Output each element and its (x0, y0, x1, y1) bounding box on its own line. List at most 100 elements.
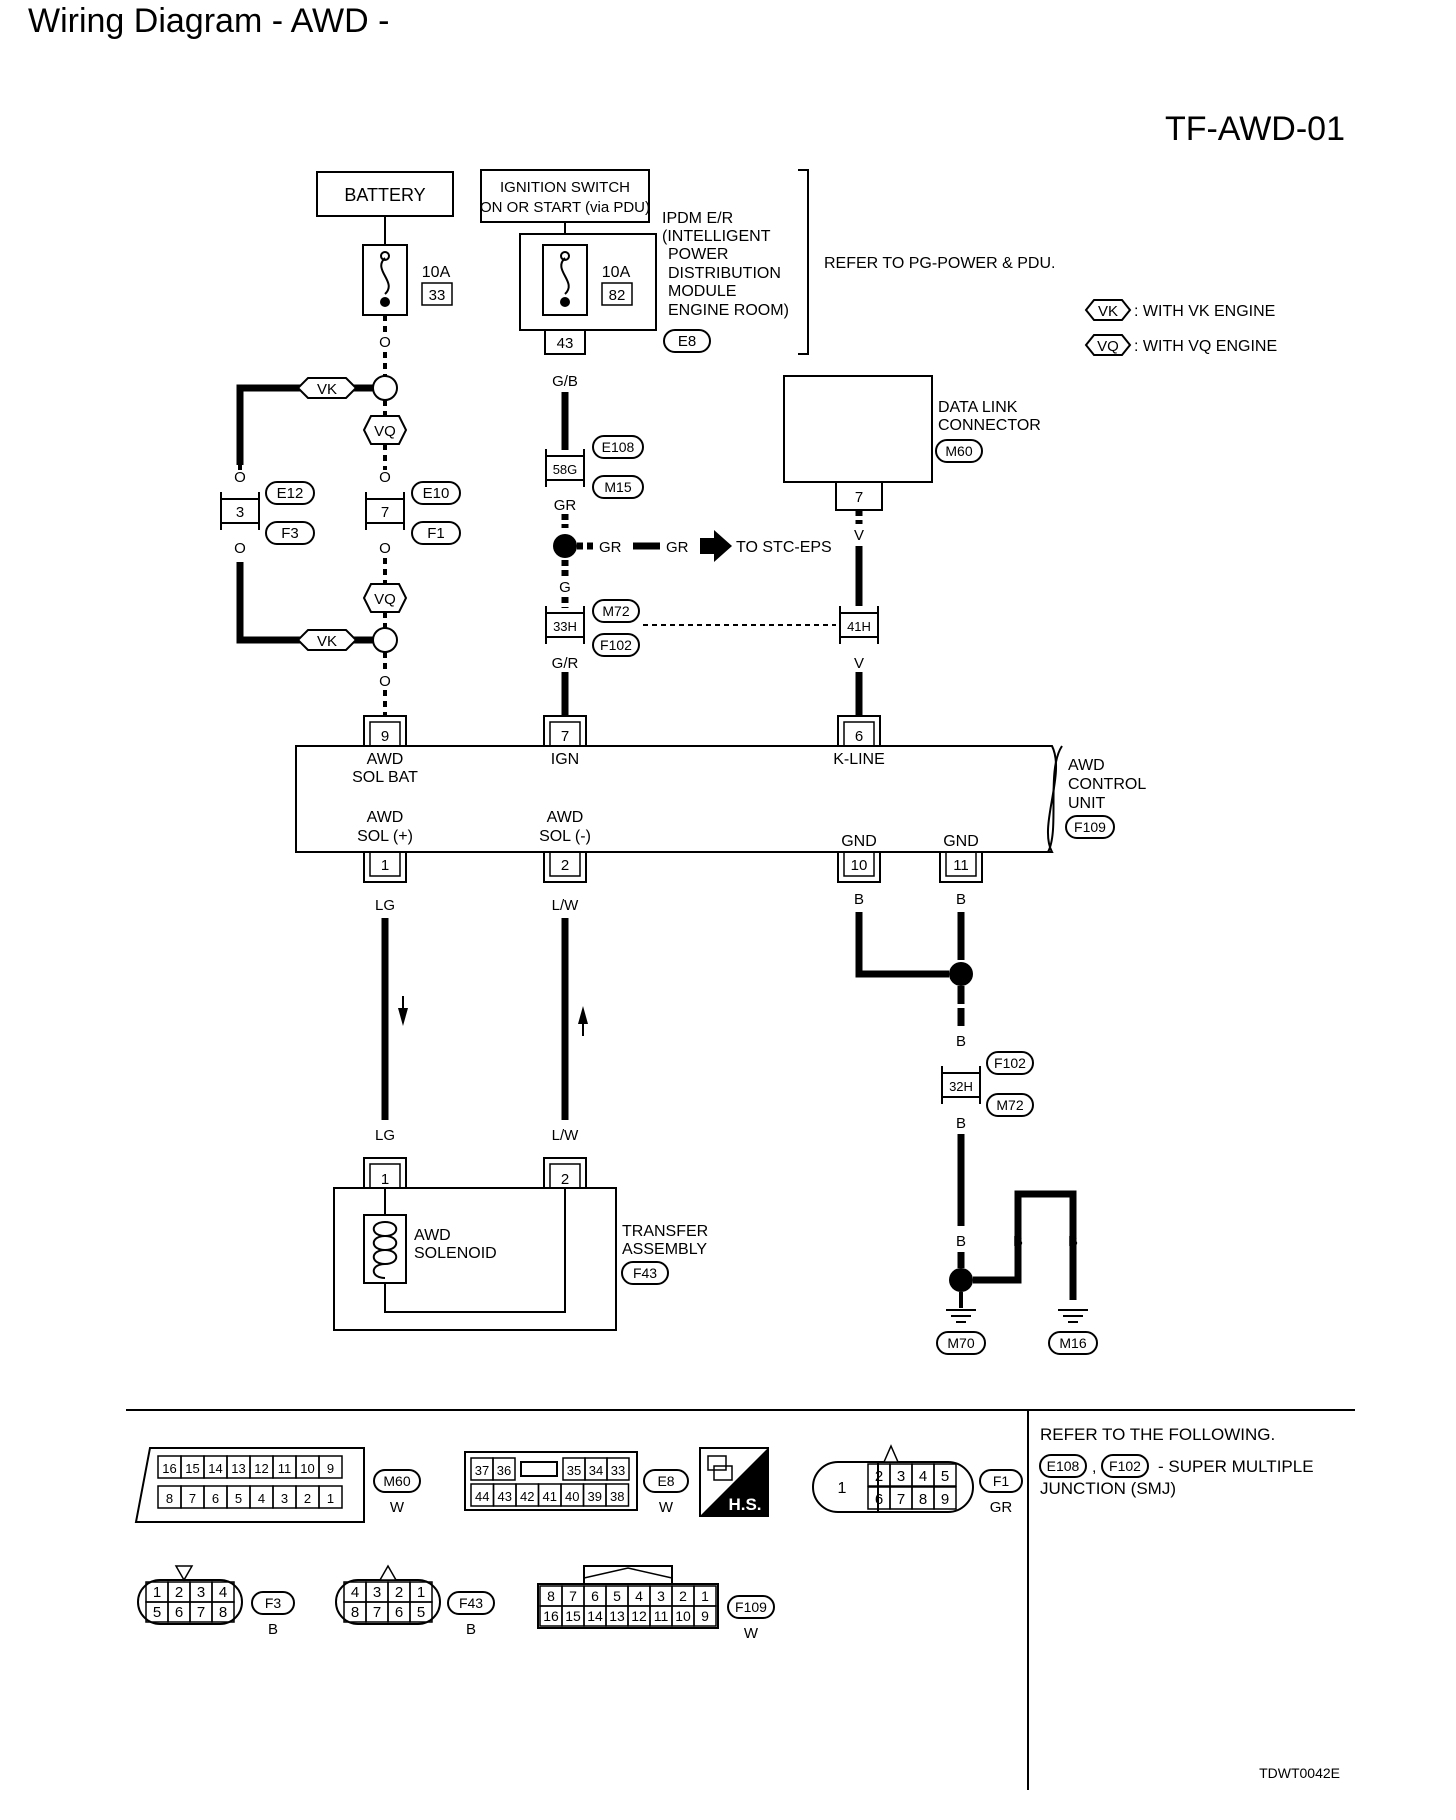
data-link-branch: DATA LINK CONNECTOR M60 7 V 41H V (783, 375, 1041, 716)
connector-e8: E8 (678, 333, 696, 350)
f109-pin: 6 (591, 1588, 599, 1604)
cu-pin-6: 6 (855, 728, 863, 745)
f109-pin: 16 (543, 1608, 559, 1624)
m60-pin: 7 (189, 1491, 196, 1506)
f109-pin: 11 (654, 1608, 669, 1624)
e8-pin: 38 (610, 1489, 624, 1504)
refer-pg-power: REFER TO PG-POWER & PDU. (824, 255, 1055, 272)
f109-pin: 5 (613, 1588, 621, 1604)
ignition-label-1: IGNITION SWITCH (500, 179, 630, 196)
wire-color-gr-3: GR (666, 539, 689, 556)
connector-f1: F1 (427, 525, 445, 542)
connector-e10: E10 (423, 485, 450, 502)
m60-pin: 4 (258, 1491, 265, 1506)
connector-e108: E108 (602, 439, 635, 455)
pin-7-e10: 7 (381, 504, 389, 521)
f3-pin: 4 (219, 1584, 227, 1601)
f3-pin: 7 (197, 1604, 205, 1621)
f43-pin: 1 (417, 1584, 425, 1601)
wire-color-b-4: B (956, 1115, 966, 1132)
f43-view-color: B (466, 1621, 476, 1638)
m60-pin: 12 (254, 1461, 268, 1476)
m60-pin: 16 (162, 1461, 176, 1476)
transfer-assembly-box (333, 1187, 617, 1331)
wire-color-o-5: O (379, 540, 391, 557)
transfer-assembly: 1 2 AWD SOLENOID TRANSFER ASSEMBLY F43 (333, 1157, 708, 1331)
m60-pin: 6 (212, 1491, 219, 1506)
cu-title-3: UNIT (1068, 795, 1106, 812)
solenoid-label-2: SOLENOID (414, 1245, 497, 1262)
connector-e12: E12 (277, 485, 304, 502)
m60-pin: 5 (235, 1491, 242, 1506)
legend-vk-code: VK (1098, 303, 1118, 320)
wire-color-b-2: B (956, 891, 966, 908)
pin-58g: 58G (553, 462, 578, 477)
ipdm-terminal-43: 43 (557, 335, 574, 352)
f109-pin: 2 (679, 1588, 687, 1604)
wire-color-b-1: B (854, 891, 864, 908)
m60-pin: 1 (327, 1491, 334, 1506)
cu-title-1: AWD (1068, 757, 1105, 774)
e8-pin: 39 (588, 1489, 602, 1504)
f3-view-id: F3 (265, 1595, 282, 1611)
cu-pin-2: 2 (561, 857, 569, 874)
hs-badge: H.S. (699, 1447, 769, 1517)
pin-33h: 33H (553, 619, 577, 634)
wire-color-gr-2: GR (599, 539, 622, 556)
transfer-label-2: ASSEMBLY (622, 1241, 707, 1258)
f109-pin: 8 (547, 1588, 555, 1604)
battery-branch: BATTERY 10A 33 O VK VQ O O 7 E10 F1 (220, 171, 461, 716)
battery-fuse-number: 33 (429, 287, 446, 304)
e8-pin: 42 (520, 1489, 534, 1504)
f3-cell (211, 1601, 235, 1623)
f43-cell (409, 1601, 433, 1623)
f109-pin: 7 (569, 1588, 577, 1604)
m60-pin: 10 (300, 1461, 314, 1476)
wire-color-lw-1: L/W (552, 897, 580, 914)
refer-text-3: JUNCTION (SMJ) (1040, 1479, 1176, 1498)
f109-pin: 3 (657, 1588, 665, 1604)
f1-view-single: 1 (838, 1480, 847, 1497)
cu-pin-11: 11 (953, 857, 969, 874)
f1-pin: 6 (875, 1491, 883, 1508)
connector-f3: F3 (281, 525, 299, 542)
m60-view-id: M60 (383, 1473, 410, 1489)
wire-color-b-3: B (956, 1033, 966, 1050)
cu-label-gnd-11: GND (943, 833, 979, 850)
f109-view-id: F109 (735, 1599, 767, 1615)
data-link-connector-box (783, 375, 933, 483)
ignition-fuse-number: 82 (609, 287, 626, 304)
m60-pin: 13 (231, 1461, 245, 1476)
vq-tag-bottom: VQ (374, 591, 396, 608)
wire-color-lg-1: LG (375, 897, 395, 914)
vq-tag-top: VQ (374, 423, 396, 440)
e8-pin: 35 (567, 1463, 581, 1478)
e8-pin: 36 (497, 1463, 511, 1478)
pin-32h: 32H (949, 1079, 973, 1094)
pin-41h: 41H (847, 619, 871, 634)
f43-pin: 2 (395, 1584, 403, 1601)
e8-pin: 34 (589, 1463, 603, 1478)
engine-legend: VK : WITH VK ENGINE VQ : WITH VQ ENGINE (1084, 299, 1277, 356)
cu-label-awd-sol-bat-2: SOL BAT (352, 769, 418, 786)
f109-view-color: W (744, 1625, 759, 1642)
m60-pin: 9 (327, 1461, 334, 1476)
f43-pin: 8 (351, 1604, 359, 1621)
page-title: Wiring Diagram - AWD - (28, 2, 389, 40)
wire-color-b-6: B (1013, 1233, 1023, 1250)
ground-m70: M70 (947, 1335, 974, 1351)
e8-view-id: E8 (657, 1473, 674, 1489)
m60-pin: 2 (304, 1491, 311, 1506)
cu-label-gnd-10: GND (841, 833, 877, 850)
legend-vq-code: VQ (1097, 338, 1119, 355)
splice-gr (553, 534, 577, 558)
cu-pin-10: 10 (851, 857, 868, 874)
cu-label-awd-sol-plus-1: AWD (367, 809, 404, 826)
f3-pin: 8 (219, 1604, 227, 1621)
f1-cell (933, 1463, 957, 1487)
connector-m60: M60 (945, 443, 972, 459)
splice-gnd (949, 962, 973, 986)
